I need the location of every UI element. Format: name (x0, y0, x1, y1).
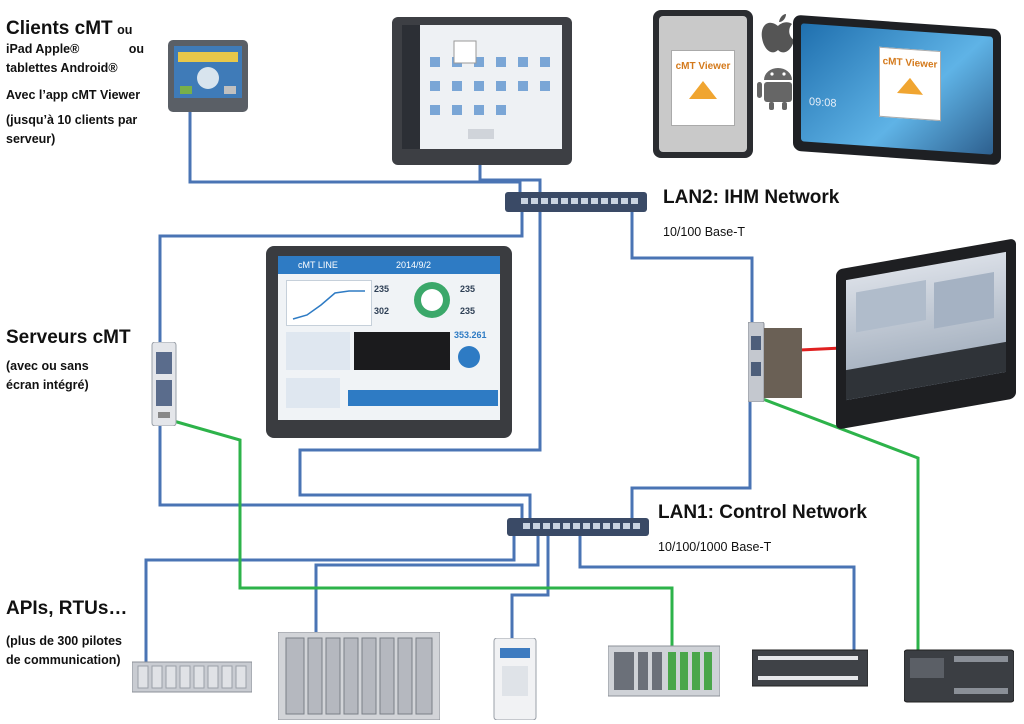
cmt-main-hmi-server: cMT LINE 2014/9/2 235 302 235 235 353.26… (266, 246, 512, 438)
hmi-value-3: 235 (460, 284, 476, 294)
wire-lan2-to-box (630, 212, 754, 330)
lan2-label-block: LAN2: IHM Network 10/100 Base-T (663, 187, 839, 239)
hmi-value-2: 302 (374, 306, 390, 316)
lan2-speed: 10/100 Base-T (663, 225, 745, 239)
wire-box-to-display (799, 346, 843, 352)
plc-compact-3 (493, 638, 537, 720)
clients-limit-2: serveur) (6, 132, 56, 146)
lan1-label-block: LAN1: Control Network 10/100/1000 Base-T (658, 502, 867, 554)
hmi-header-date: 2014/9/2 (396, 260, 432, 270)
lan2-switch-icon (505, 192, 647, 212)
hmi-gauge (414, 282, 450, 318)
small-hmi-client-icon (168, 40, 248, 112)
wire-lan1-to-plc5 (578, 532, 856, 680)
apis-note-1: (plus de 300 pilotes (6, 634, 123, 648)
clients-ipad: iPad Apple® (6, 42, 80, 56)
plc-io-rack-1 (132, 661, 252, 693)
lan1-title: LAN1: Control Network (658, 502, 867, 523)
cmt-gateway-box-icon (748, 322, 802, 402)
wire-box-to-plc6 (759, 396, 920, 660)
clients-app: Avec l’app cMT Viewer (6, 88, 141, 102)
servers-title: Serveurs cMT (6, 327, 131, 348)
wire-lan1-to-plc1 (144, 530, 516, 676)
android-icon (757, 68, 799, 110)
hmi-value-4: 235 (460, 306, 476, 316)
cmt-server-box-icon (151, 342, 177, 426)
external-display (836, 238, 1016, 430)
lan1-speed: 10/100/1000 Base-T (658, 540, 772, 554)
hmi-header-title: cMT LINE (298, 260, 338, 270)
apis-title: APIs, RTUs… (6, 598, 128, 619)
hmi-value-1: 235 (374, 284, 390, 294)
cmt-hmi-client-icon (392, 17, 572, 165)
clients-label-block: Clients cMT ou iPad Apple® ou tablettes … (6, 18, 156, 149)
servers-label-block: Serveurs cMT (avec ou sans écran intégré… (6, 327, 131, 395)
servers-note-1: (avec ou sans (6, 359, 89, 373)
lan2-title: LAN2: IHM Network (663, 187, 840, 208)
servers-note-2: écran intégré) (6, 378, 89, 392)
android-tablet-client-icon: 09:08 cMT Viewer (793, 14, 1001, 166)
ipad-cmt-viewer-logo: cMT Viewer (675, 61, 731, 72)
hmi-knob (458, 346, 480, 368)
lan1-switch-icon (507, 518, 649, 536)
plc-rack-2 (278, 632, 440, 720)
hmi-trend-graph (292, 290, 365, 320)
hmi-value-5: 353.261 (454, 330, 487, 340)
plc-unit-6 (904, 649, 1014, 703)
wire-lan2-to-hmi-main (298, 212, 542, 520)
wire-client-small-hmi (188, 112, 522, 200)
clients-limit-1: (jusqu’à 10 clients par (6, 113, 138, 127)
apis-note-2: de communication) (6, 653, 121, 667)
apis-label-block: APIs, RTUs… (plus de 300 pilotes de comm… (6, 598, 127, 670)
ipad-client-icon: cMT Viewer (653, 10, 753, 158)
wire-server1-to-plc4 (169, 418, 674, 690)
clients-title: Clients cMT (6, 18, 113, 39)
tablet-clock: 09:08 (809, 95, 837, 110)
clients-ou-2: ou (128, 42, 144, 56)
wire-client-tablet-hmi (478, 165, 542, 200)
apple-icon (761, 14, 794, 53)
tablet-cmt-viewer-logo: cMT Viewer (882, 55, 938, 71)
plc-rtu-5 (752, 649, 868, 687)
clients-android: tablettes Android® (6, 61, 118, 75)
wire-lan1-to-box (630, 395, 752, 518)
plc-modular-4 (608, 645, 720, 697)
clients-ou-1: ou (117, 23, 133, 37)
